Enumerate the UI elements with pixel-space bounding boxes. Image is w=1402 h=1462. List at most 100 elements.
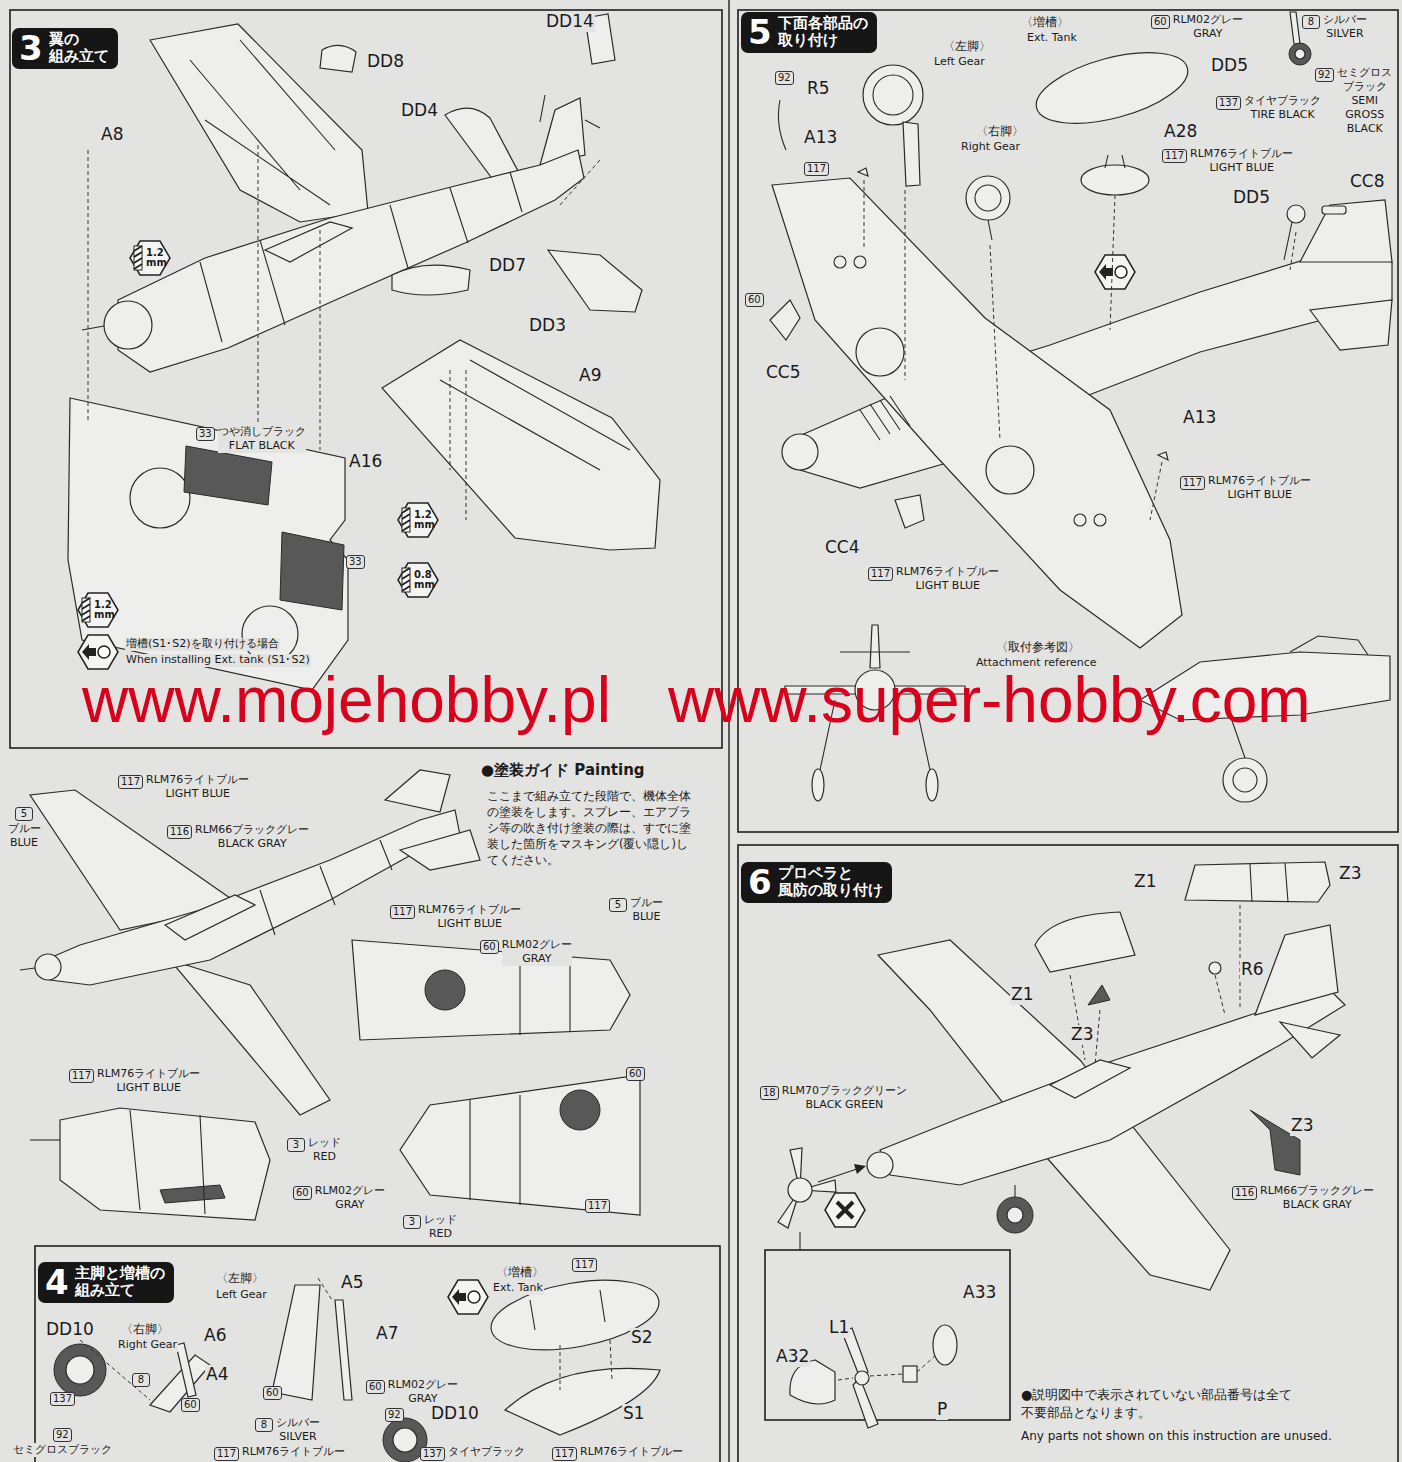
color-number: 3 [409, 1216, 415, 1227]
color-number: 8 [1308, 16, 1314, 27]
color-number: 3 [293, 1139, 299, 1150]
paint-code-chip: 137 [50, 1392, 75, 1406]
color-name-group: タイヤブラック [448, 1445, 525, 1459]
propeller-canopy-drawing-part [788, 1178, 812, 1202]
paint-code-chip: 60 [181, 1398, 200, 1412]
wing-assembly-drawing-part [398, 563, 438, 597]
propeller-canopy-drawing [765, 862, 1345, 1428]
color-number: 117 [393, 906, 412, 917]
color-name: RLM76ライトブルー [97, 1067, 200, 1081]
underside-parts-drawing-part [858, 168, 868, 176]
color-number: 5 [21, 808, 27, 819]
painting-guide-drawing-part [352, 940, 630, 1040]
part-label: A4 [205, 1365, 229, 1385]
color-number: 60 [266, 1387, 279, 1398]
wing-assembly-drawing-part [190, 40, 335, 205]
part-label: DD4 [400, 101, 439, 121]
color-number: 92 [778, 72, 791, 83]
propeller-canopy-drawing-part [790, 1360, 835, 1404]
color-name: ブルー [8, 822, 41, 836]
color-name: LIGHT BLUE [896, 579, 999, 593]
step-header: 6プロペラと 風防の取り付け [741, 862, 892, 903]
underside-parts-drawing-part [1233, 768, 1257, 792]
propeller-canopy-drawing-part [838, 1356, 935, 1380]
paint-code-chip: 5ブルーBLUE [15, 807, 33, 821]
painting-guide-drawing-part [60, 1108, 270, 1220]
wing-assembly-drawing-part [540, 95, 600, 128]
propeller-canopy-drawing-part [880, 990, 1345, 1185]
color-number: 60 [748, 294, 761, 305]
color-number: 137 [423, 1448, 442, 1459]
gear-and-tank-drawing-part [54, 1344, 106, 1396]
color-name: RLM76ライトブルー [1190, 147, 1293, 161]
underside-parts-drawing-part [772, 178, 1182, 648]
painting-guide-drawing-part [35, 954, 61, 980]
wing-assembly-drawing-part [200, 172, 522, 342]
paint-code-chip: 117 [585, 1199, 610, 1213]
step-number: 4 [45, 1265, 69, 1299]
wing-assembly-drawing-part [440, 360, 630, 470]
underside-parts-drawing-part [895, 495, 924, 528]
panel-frame [10, 0, 1398, 1462]
propeller-canopy-drawing-part [1070, 905, 1240, 1065]
gear-and-tank-drawing-part [335, 1300, 352, 1400]
step-title: プロペラと 風防の取り付け [778, 865, 883, 900]
color-name: BLACK GRAY [1260, 1198, 1374, 1212]
paint-code-chip: 92セミグロスブラック [53, 1428, 72, 1442]
propeller-canopy-drawing-part [1280, 1022, 1340, 1058]
color-name-group: RLM02グレーGRAY [1173, 13, 1243, 41]
color-number: 8 [138, 1374, 144, 1385]
paint-code-chip: 60 [745, 293, 764, 307]
color-number: 137 [53, 1393, 72, 1404]
part-label: 〈増槽〉 [1020, 16, 1070, 30]
part-label: P [936, 1400, 948, 1420]
color-number: 117 [72, 1070, 91, 1081]
part-label: A8 [100, 125, 124, 145]
color-name: GRAY [502, 952, 572, 966]
color-name: つや消しブラック [218, 425, 306, 439]
paint-code-chip: 8シルバーSILVER [1302, 15, 1320, 29]
gear-and-tank-drawing-part [272, 1285, 320, 1400]
color-name: LIGHT BLUE [1208, 488, 1311, 502]
color-name: BLUE [630, 910, 663, 924]
wing-assembly-drawing-part [382, 340, 660, 550]
painting-guide-drawing-part [30, 1139, 60, 1140]
color-name-group: RLM70ブラックグリーンBLACK GREEN [782, 1084, 907, 1112]
painting-guide-drawing-part [160, 1185, 225, 1203]
color-name: RLM76ライトブルー [896, 565, 999, 579]
painting-guide-drawing-part [425, 970, 465, 1010]
wing-assembly-drawing-part [548, 250, 642, 312]
part-label: A7 [375, 1324, 399, 1344]
color-name-group: RLM66ブラックグレーBLACK GRAY [1260, 1184, 1374, 1212]
step-header: 5下面各部品の 取り付け [741, 12, 877, 53]
part-label: A32 [775, 1347, 810, 1367]
propeller-canopy-drawing-part [825, 1193, 865, 1227]
color-number: 5 [615, 899, 621, 910]
paint-code-chip: 8シルバーSILVER [255, 1418, 273, 1432]
underside-parts-drawing-part [1284, 222, 1292, 260]
step-title: 主脚と増槽の 組み立て [75, 1265, 165, 1300]
color-number: 117 [575, 1259, 594, 1270]
color-name: FLAT BLACK [218, 439, 306, 453]
painting-guide-drawing-part [260, 840, 392, 935]
paint-code-chip: 92 [775, 71, 794, 85]
color-name: LIGHT BLUE [1190, 161, 1293, 175]
color-name: RLM76ライトブルー [146, 773, 249, 787]
color-name: GRAY [315, 1198, 385, 1212]
part-label: A16 [348, 452, 383, 472]
color-name-group: レッドRED [424, 1213, 457, 1241]
color-name: RLM66ブラックグレー [1260, 1184, 1374, 1198]
underside-parts-drawing-part [1095, 255, 1135, 289]
color-name: LIGHT BLUE [97, 1081, 200, 1095]
color-name: セミグロスブラック [13, 1443, 112, 1457]
part-label: Left Gear [933, 56, 986, 69]
propeller-canopy-drawing-part [765, 1250, 1010, 1420]
color-name: SILVER [276, 1430, 320, 1444]
paint-code-chip: 60RLM02グレーGRAY [366, 1380, 385, 1394]
underside-parts-drawing-part [1300, 200, 1392, 262]
part-label: DD10 [430, 1404, 480, 1424]
color-number: 116 [1235, 1187, 1254, 1198]
wing-assembly-drawing-part [280, 532, 344, 610]
drill-size: 1.2 mm [414, 510, 438, 530]
propeller-canopy-drawing-part [1255, 925, 1338, 1015]
